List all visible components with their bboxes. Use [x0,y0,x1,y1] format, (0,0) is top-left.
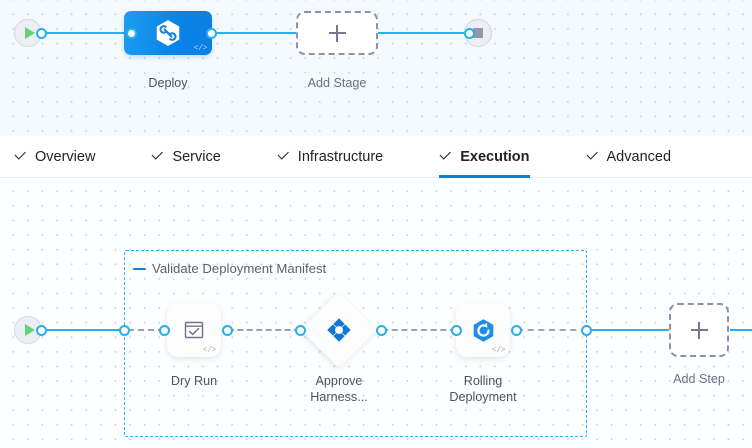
connector-rolling-to-groupend [517,329,587,331]
start-out-port[interactable] [36,27,47,39]
tab-overview[interactable]: Overview [14,136,117,177]
tab-advanced-label: Advanced [606,148,672,165]
tab-service-label: Service [172,148,221,165]
tab-execution-label: Execution [460,148,530,165]
add-stage-button[interactable] [296,11,378,55]
step-group-validate-deployment-manifest[interactable] [124,250,587,437]
stage-deploy[interactable]: </> [124,11,212,55]
rolling-deployment-icon [473,318,493,342]
play-icon [24,27,35,39]
check-icon [586,150,599,163]
deploy-out-port[interactable] [206,27,217,39]
stage-code-badge[interactable]: </> [193,44,208,53]
group-in-port[interactable] [119,324,130,336]
connector-group-to-addstep [588,329,670,331]
tab-infrastructure[interactable]: Infrastructure [277,136,405,177]
execution-start-out-port[interactable] [36,324,47,336]
check-icon [14,150,27,163]
connector-dryrun-to-approve [228,329,300,331]
connector-approve-to-rolling [382,329,456,331]
add-step-button[interactable] [669,303,729,357]
stage-canvas[interactable]: </> Deploy Add Stage [0,0,752,136]
tab-execution[interactable]: Execution [439,136,551,178]
tab-overview-label: Overview [35,148,96,165]
end-in-port[interactable] [464,27,475,39]
approve-out-port[interactable] [376,324,387,336]
check-icon [439,150,452,163]
check-icon [277,150,290,163]
connector-deploy-to-addstage [212,32,304,34]
checkbox-window-icon [184,321,204,339]
group-out-port[interactable] [581,324,592,336]
connector-start-to-group [38,329,126,331]
harness-hexagon-icon [156,20,180,46]
rolling-code-badge[interactable]: </> [491,346,506,355]
plus-icon [690,321,708,339]
deploy-in-port[interactable] [126,27,137,39]
play-icon [24,324,35,336]
dryrun-out-port[interactable] [222,324,233,336]
connector-addstage-to-end [372,32,472,34]
step-rolling-deployment[interactable]: </> [456,303,510,357]
rolling-out-port[interactable] [511,324,522,336]
add-stage-label: Add Stage [307,76,367,90]
connector-addstep-onward [730,329,752,331]
tab-service[interactable]: Service [151,136,242,177]
stage-deploy-label: Deploy [148,76,188,90]
stage-config-tabs[interactable]: Overview Service Infrastructure Executio… [0,136,752,178]
dryrun-in-port[interactable] [159,324,170,336]
tab-infrastructure-label: Infrastructure [297,148,384,165]
connector-start-to-deploy [38,32,130,34]
plus-icon [328,24,346,42]
approve-in-port[interactable] [295,324,306,336]
rolling-in-port[interactable] [451,324,462,336]
connector-group-to-dryrun [128,329,164,331]
check-icon [151,150,164,163]
minus-icon[interactable] [133,267,146,270]
execution-canvas[interactable]: Validate Deployment Manifest </> [0,178,752,448]
stop-icon [473,28,483,38]
dry-run-code-badge[interactable]: </> [202,346,217,355]
step-group-header[interactable]: Validate Deployment Manifest [133,261,326,276]
add-step-label: Add Step [673,372,725,386]
tab-advanced[interactable]: Advanced [586,136,694,177]
step-group-title: Validate Deployment Manifest [152,261,327,276]
step-dry-run[interactable]: </> [167,303,221,357]
